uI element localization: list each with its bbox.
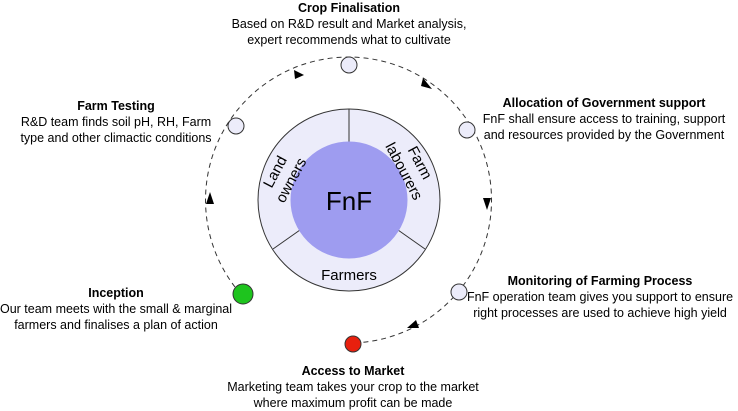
arrow-icon xyxy=(206,192,214,204)
arrow-icon xyxy=(421,78,432,89)
step-crop-finalisation: Crop Finalisation Based on R&D result an… xyxy=(231,1,467,47)
node-government-support xyxy=(458,121,476,139)
segment-land-owners: Landowners xyxy=(257,147,311,206)
step-inception: Inception Our team meets with the small … xyxy=(0,286,233,332)
fnf-core xyxy=(290,141,408,259)
node-inception xyxy=(232,283,254,305)
node-crop-finalisation xyxy=(340,56,358,74)
arrow-icon xyxy=(483,198,491,210)
step-farm-testing: Farm Testing R&D team finds soil pH, RH,… xyxy=(20,99,212,145)
core-label: FnF xyxy=(326,186,372,216)
segment-farmers: Farmers xyxy=(321,267,377,284)
arrow-icon xyxy=(407,320,419,328)
node-monitoring xyxy=(450,283,468,301)
arrow-icon xyxy=(294,70,304,79)
node-farm-testing xyxy=(227,117,245,135)
step-access-to-market: Access to Market Marketing team takes yo… xyxy=(227,364,479,410)
step-monitoring: Monitoring of Farming Process FnF operat… xyxy=(466,274,734,320)
node-access-to-market xyxy=(344,335,362,353)
step-government-support: Allocation of Government support FnF sha… xyxy=(482,96,726,142)
stakeholder-ring: FnF Landowners Farmlabourers Farmers xyxy=(257,108,441,292)
